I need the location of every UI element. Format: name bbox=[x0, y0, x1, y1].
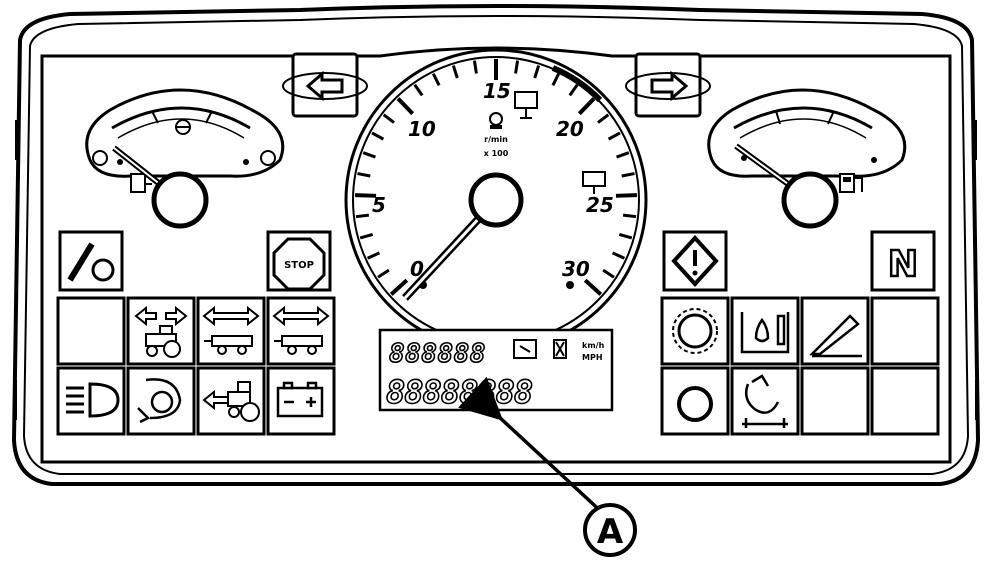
tach-minor-tick bbox=[366, 251, 381, 260]
tach-label-10: 10 bbox=[408, 117, 436, 141]
tach-major-tick bbox=[615, 193, 637, 198]
lcd-top-digits: 888888 bbox=[389, 339, 486, 369]
fuel-gauge bbox=[707, 88, 907, 229]
trailer-one-turn-icon bbox=[202, 305, 260, 355]
pto-icon-right bbox=[582, 171, 606, 194]
neutral-label: N bbox=[888, 244, 918, 285]
hydraulic-filter-icon bbox=[808, 314, 862, 358]
lcd-unit-mph: MPH bbox=[582, 353, 603, 362]
callout-label: A bbox=[597, 512, 624, 552]
stop-label: STOP bbox=[284, 260, 314, 271]
hydraulic-oil-temp-icon bbox=[740, 312, 790, 354]
tach-minor-tick bbox=[514, 60, 520, 74]
tach-minor-tick bbox=[362, 151, 376, 159]
temperature-needle-hub bbox=[151, 171, 209, 229]
tach-minor-tick bbox=[568, 83, 579, 97]
left-arrow-icon bbox=[305, 70, 344, 102]
tach-minor-tick bbox=[611, 251, 626, 260]
redline-band bbox=[551, 65, 603, 103]
tach-minor-tick bbox=[618, 232, 633, 240]
tach-unit-rpm: r/min bbox=[484, 135, 508, 144]
tachometer-needle-hub bbox=[468, 172, 524, 228]
stop-sign-icon bbox=[272, 237, 326, 291]
left-turn-indicator bbox=[282, 52, 368, 118]
tach-minor-tick bbox=[597, 113, 610, 124]
temperature-gauge bbox=[85, 88, 285, 229]
high-beam-icon bbox=[66, 382, 120, 418]
engine-rpm-icon bbox=[489, 112, 503, 129]
tach-minor-tick bbox=[357, 172, 371, 178]
tach-minor-tick bbox=[621, 172, 635, 178]
pto-icon-top bbox=[514, 91, 538, 119]
stop-indicator: STOP bbox=[266, 230, 332, 292]
tach-minor-tick bbox=[413, 83, 424, 97]
tach-minor-tick bbox=[451, 65, 459, 79]
lcd-unit-kmh: km/h bbox=[582, 341, 605, 350]
tach-minor-tick bbox=[431, 73, 441, 87]
lcd-display: 888888 km/h MPH 88888888 bbox=[378, 328, 614, 412]
four-wheel-drive-icon bbox=[137, 378, 182, 424]
tach-minor-tick bbox=[371, 131, 385, 141]
engine-preheat-icon bbox=[742, 374, 788, 428]
tach-label-25: 25 bbox=[586, 193, 614, 217]
tach-label-30: 30 bbox=[562, 257, 590, 281]
engine-coolant-icon bbox=[130, 173, 152, 193]
tach-minor-tick bbox=[607, 131, 621, 141]
tach-label-15: 15 bbox=[483, 79, 511, 103]
tach-minor-tick bbox=[359, 232, 374, 240]
tach-label-5: 5 bbox=[372, 193, 386, 217]
tach-minor-tick bbox=[533, 65, 541, 79]
tachometer-scale-ticks bbox=[355, 59, 637, 296]
callout-leader-line bbox=[458, 376, 608, 518]
tach-unit-multiplier: x 100 bbox=[484, 149, 509, 158]
tach-major-tick bbox=[396, 97, 415, 116]
tach-major-tick bbox=[389, 278, 409, 296]
tach-major-tick bbox=[577, 97, 596, 116]
tachometer: 0 5 10 15 20 25 30 r/min x 100 bbox=[344, 48, 648, 352]
tractor-reverse-icon bbox=[202, 381, 260, 422]
callout-circle bbox=[583, 503, 637, 557]
trailer-two-turn-icon bbox=[272, 305, 330, 355]
tach-minor-tick bbox=[355, 213, 370, 219]
lever-knob-icon bbox=[91, 258, 115, 282]
master-warning-indicator bbox=[662, 230, 728, 292]
battery-icon bbox=[276, 381, 324, 418]
air-filter-icon bbox=[672, 308, 718, 354]
lcd-bottom-digits: 88888888 bbox=[386, 373, 532, 411]
fuel-pump-icon bbox=[839, 173, 863, 193]
right-turn-indicator bbox=[625, 52, 711, 118]
tach-minor-tick bbox=[382, 113, 395, 124]
tach-minor-tick bbox=[602, 268, 615, 279]
tach-minor-tick bbox=[472, 60, 478, 74]
tach-major-tick bbox=[583, 278, 603, 296]
tractor-turn-arrows-icon bbox=[134, 305, 188, 358]
lcd-pto-icon bbox=[513, 339, 537, 359]
parking-brake-indicator bbox=[58, 230, 124, 292]
tach-minor-tick bbox=[616, 151, 630, 159]
tach-major-tick bbox=[355, 193, 377, 198]
right-arrow-icon bbox=[650, 70, 689, 102]
tach-minor-tick bbox=[622, 213, 637, 219]
neutral-indicator: N bbox=[870, 230, 936, 292]
tach-minor-tick bbox=[551, 73, 561, 87]
engine-oil-pressure-icon bbox=[677, 386, 713, 422]
tach-label-0: 0 bbox=[410, 257, 424, 281]
callout-a: A bbox=[458, 376, 637, 557]
tach-label-20: 20 bbox=[556, 117, 584, 141]
lcd-hourglass-icon bbox=[553, 339, 567, 359]
tach-minor-tick bbox=[377, 268, 390, 279]
fuel-needle-hub bbox=[781, 171, 839, 229]
